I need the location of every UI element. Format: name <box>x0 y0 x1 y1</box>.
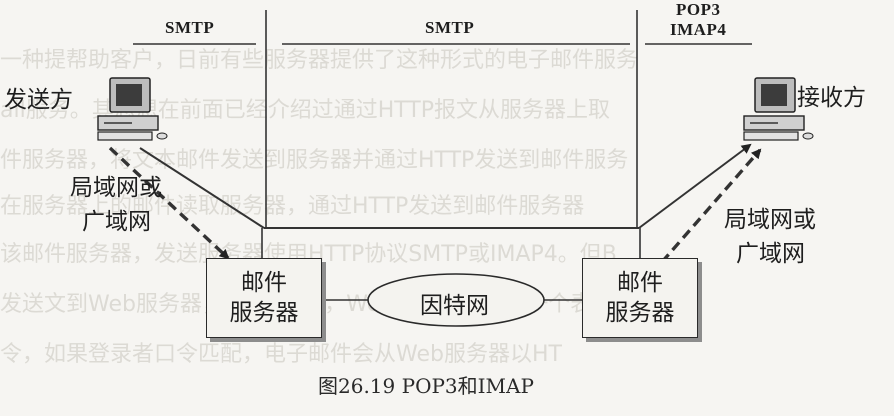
pop3-label: POP3 <box>676 0 721 19</box>
bleed-through-text: 件服务器，将文本邮件发送到服务器并通过HTTP发送到邮件服务 <box>0 148 629 173</box>
right-server-line2: 服务器 <box>605 300 675 326</box>
bleed-through-text: 令，如果登录者口令匹配，电子邮件会从Web服务器以HT <box>0 342 562 367</box>
network-left-line1: 局域网或 <box>70 175 162 201</box>
right-mail-server: 邮件 服务器 <box>582 258 698 338</box>
left-mail-server: 邮件 服务器 <box>206 258 322 338</box>
server-to-receiver-dashed-arrow <box>660 148 762 264</box>
network-right-line1: 局域网或 <box>724 207 816 233</box>
network-left-line2: 广域网 <box>82 209 151 235</box>
sender-to-bar-line <box>139 147 265 229</box>
bar-to-receiver-arrow <box>638 143 752 229</box>
receiver-computer-icon <box>743 77 814 141</box>
sender-to-server-dashed-arrow <box>108 146 230 260</box>
smtp-left-label: SMTP <box>165 18 215 37</box>
sender-computer-icon <box>97 77 168 141</box>
figure-caption: 图26.19 POP3和IMAP <box>318 374 534 398</box>
left-server-line1: 邮件 <box>241 270 287 296</box>
bleed-through-text: 一种提帮助客户，日前有些服务器提供了这种形式的电子邮件服务 <box>0 48 639 73</box>
right-server-line1: 邮件 <box>617 270 663 296</box>
imap4-label: IMAP4 <box>670 20 727 39</box>
smtp-middle-label: SMTP <box>425 18 475 37</box>
left-server-line2: 服务器 <box>229 300 299 326</box>
receiver-label: 接收方 <box>797 85 866 111</box>
bleed-through-text: 在服务器上的邮件读取服务器，通过HTTP发送到邮件服务器 <box>0 194 585 219</box>
internet-label: 因特网 <box>420 293 489 319</box>
network-right-line2: 广域网 <box>736 241 805 267</box>
internet-ellipse <box>367 273 545 327</box>
sender-label: 发送方 <box>4 87 73 113</box>
